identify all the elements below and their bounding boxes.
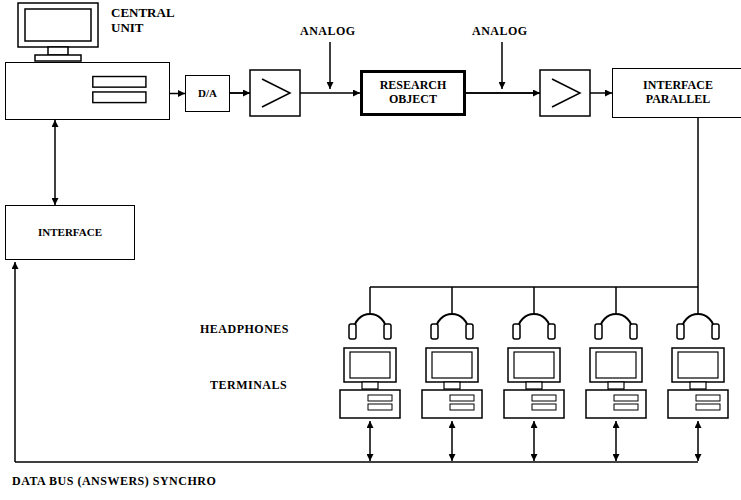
computer-case: CENTRAL UNIT xyxy=(5,62,170,120)
drive-bay xyxy=(450,404,474,410)
terminal-stand xyxy=(444,382,460,389)
box-label: D/A xyxy=(194,87,221,100)
unit-title: CENTRAL UNIT xyxy=(111,6,189,36)
headphone-wire xyxy=(451,287,453,314)
headphone-wire xyxy=(615,287,617,314)
headphone-cup xyxy=(677,324,684,339)
amplifier-symbol xyxy=(540,70,590,116)
headphone-cup xyxy=(595,324,602,339)
interface-box: INTERFACE xyxy=(5,205,135,260)
terminal-case xyxy=(340,390,400,418)
terminal-case xyxy=(586,390,646,418)
terminal-screen xyxy=(514,352,554,378)
bus-arrow xyxy=(697,421,699,461)
drive-bays xyxy=(6,63,169,119)
bus-arrow xyxy=(451,421,453,461)
signal-arrow xyxy=(230,92,250,94)
headphone-wire xyxy=(369,287,371,314)
drive-bay xyxy=(696,404,720,410)
data-bus xyxy=(15,262,698,462)
drive-bay xyxy=(93,92,146,103)
terminal-screen xyxy=(350,352,390,378)
drive-bay xyxy=(93,77,146,88)
headphone-cup xyxy=(548,324,555,339)
box-label: RESEARCH OBJECT xyxy=(363,79,463,107)
bus-label: DATA BUS (ANSWERS) SYNCHRO xyxy=(12,474,216,489)
drive-bay xyxy=(614,395,638,401)
terminal-monitor xyxy=(672,348,724,382)
headphone-wiring xyxy=(370,118,698,287)
drive-bay xyxy=(532,404,556,410)
terminal-stand xyxy=(526,382,542,389)
signal-label: ANALOG xyxy=(300,24,356,39)
terminal-monitor xyxy=(344,348,396,382)
headphone-wire xyxy=(697,287,699,314)
amplifier-symbol xyxy=(250,70,300,116)
converter-box: D/A xyxy=(185,75,230,112)
pointer-arrow xyxy=(501,42,503,89)
drive-bay xyxy=(614,404,638,410)
box-label: INTERFACE PARALLEL xyxy=(613,79,741,107)
connector-arrow xyxy=(170,93,185,95)
bus-arrow xyxy=(615,421,617,461)
pointer-arrow xyxy=(329,42,331,89)
group-label: HEADPHONES xyxy=(200,322,289,337)
headphone-cup xyxy=(384,324,391,339)
terminal-case xyxy=(668,390,728,418)
headphone-cup xyxy=(630,324,637,339)
research-object-box: RESEARCH OBJECT xyxy=(360,70,466,116)
monitor-icon xyxy=(18,3,98,61)
headphone-cup xyxy=(513,324,520,339)
signal-arrow xyxy=(464,92,540,94)
drive-bay xyxy=(368,404,392,410)
terminal-monitor xyxy=(426,348,478,382)
headphone-band xyxy=(682,314,714,330)
terminal-monitor xyxy=(508,348,560,382)
terminal-screen xyxy=(596,352,636,378)
headphone-wire xyxy=(533,287,535,314)
bus-arrow xyxy=(369,421,371,461)
drive-bay xyxy=(532,395,556,401)
headphone-band xyxy=(518,314,550,330)
connector-arrow xyxy=(54,120,56,205)
terminal-case xyxy=(422,390,482,418)
terminal-stand xyxy=(690,382,706,389)
interface-box: INTERFACE PARALLEL xyxy=(612,68,741,118)
terminal-screen xyxy=(678,352,718,378)
terminal-group xyxy=(340,287,728,461)
terminal-screen xyxy=(432,352,472,378)
signal-label: ANALOG xyxy=(472,24,528,39)
headphone-cup xyxy=(466,324,473,339)
box-label: INTERFACE xyxy=(34,226,106,239)
group-label: TERMINALS xyxy=(210,378,287,393)
bus-arrow xyxy=(533,421,535,461)
headphone-band xyxy=(600,314,632,330)
drive-bay xyxy=(696,395,720,401)
headphone-band xyxy=(354,314,386,330)
headphone-cup xyxy=(349,324,356,339)
drive-bay xyxy=(368,395,392,401)
headphone-band xyxy=(436,314,468,330)
terminal-case xyxy=(504,390,564,418)
terminal-stand xyxy=(608,382,624,389)
headphone-cup xyxy=(712,324,719,339)
terminal-monitor xyxy=(590,348,642,382)
terminal-stand xyxy=(362,382,378,389)
headphone-cup xyxy=(431,324,438,339)
drive-bay xyxy=(450,395,474,401)
